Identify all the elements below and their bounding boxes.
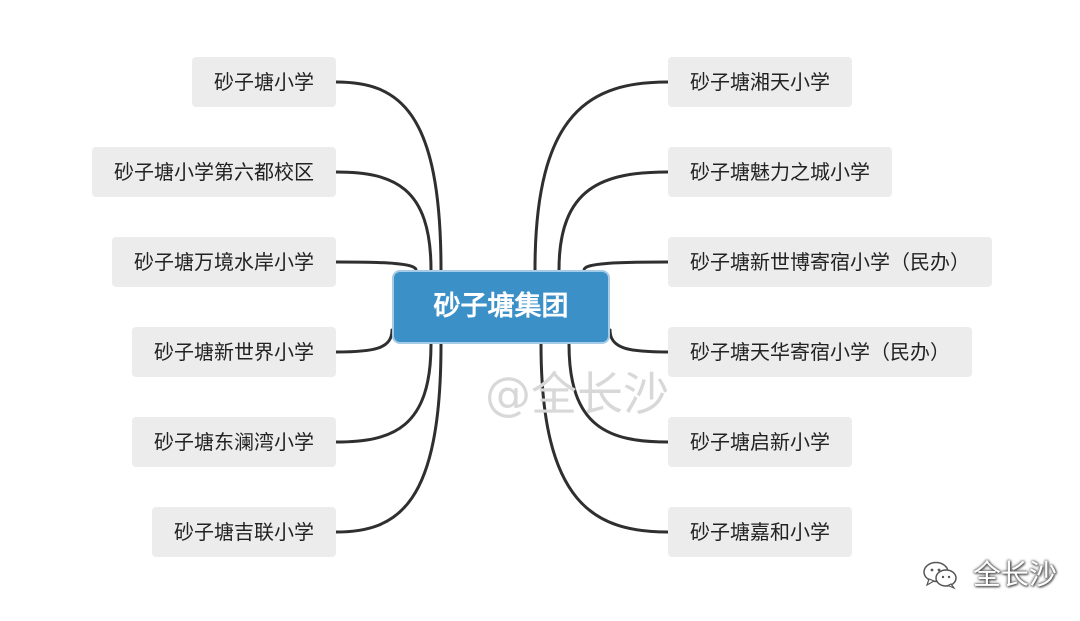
root-node: 砂子塘集团 (392, 270, 610, 344)
connector-left (334, 170, 433, 272)
watermark: @全长沙 (485, 367, 669, 421)
left-branch-node: 砂子塘小学 (192, 57, 336, 107)
connector-left (334, 342, 433, 444)
right-branch-node: 砂子塘魅力之城小学 (668, 147, 892, 197)
left-branch-node: 砂子塘吉联小学 (152, 507, 336, 557)
left-branch-node: 砂子塘新世界小学 (132, 327, 336, 377)
connector-right (533, 80, 670, 272)
right-branch-node: 砂子塘湘天小学 (668, 57, 852, 107)
left-branch-node: 砂子塘万境水岸小学 (112, 237, 336, 287)
right-branch-node: 砂子塘新世博寄宿小学（民办） (668, 237, 992, 287)
connector-left (334, 342, 443, 534)
source-label: 全长沙 (972, 558, 1057, 591)
wechat-icon (923, 561, 957, 590)
connector-right (567, 342, 670, 444)
left-branch-node: 砂子塘东澜湾小学 (132, 417, 336, 467)
source-badge: 全长沙 (922, 556, 1057, 592)
connector-left (334, 80, 443, 272)
connector-right (608, 328, 670, 354)
right-branch-node: 砂子塘天华寄宿小学（民办） (668, 327, 972, 377)
right-branch-node: 砂子塘嘉和小学 (668, 507, 852, 557)
connector-left (334, 260, 418, 272)
connector-right (582, 260, 670, 272)
connector-left (334, 328, 394, 354)
connector-right (557, 170, 670, 272)
connector-right (539, 342, 670, 534)
right-branch-node: 砂子塘启新小学 (668, 417, 852, 467)
left-branch-node: 砂子塘小学第六都校区 (92, 147, 336, 197)
